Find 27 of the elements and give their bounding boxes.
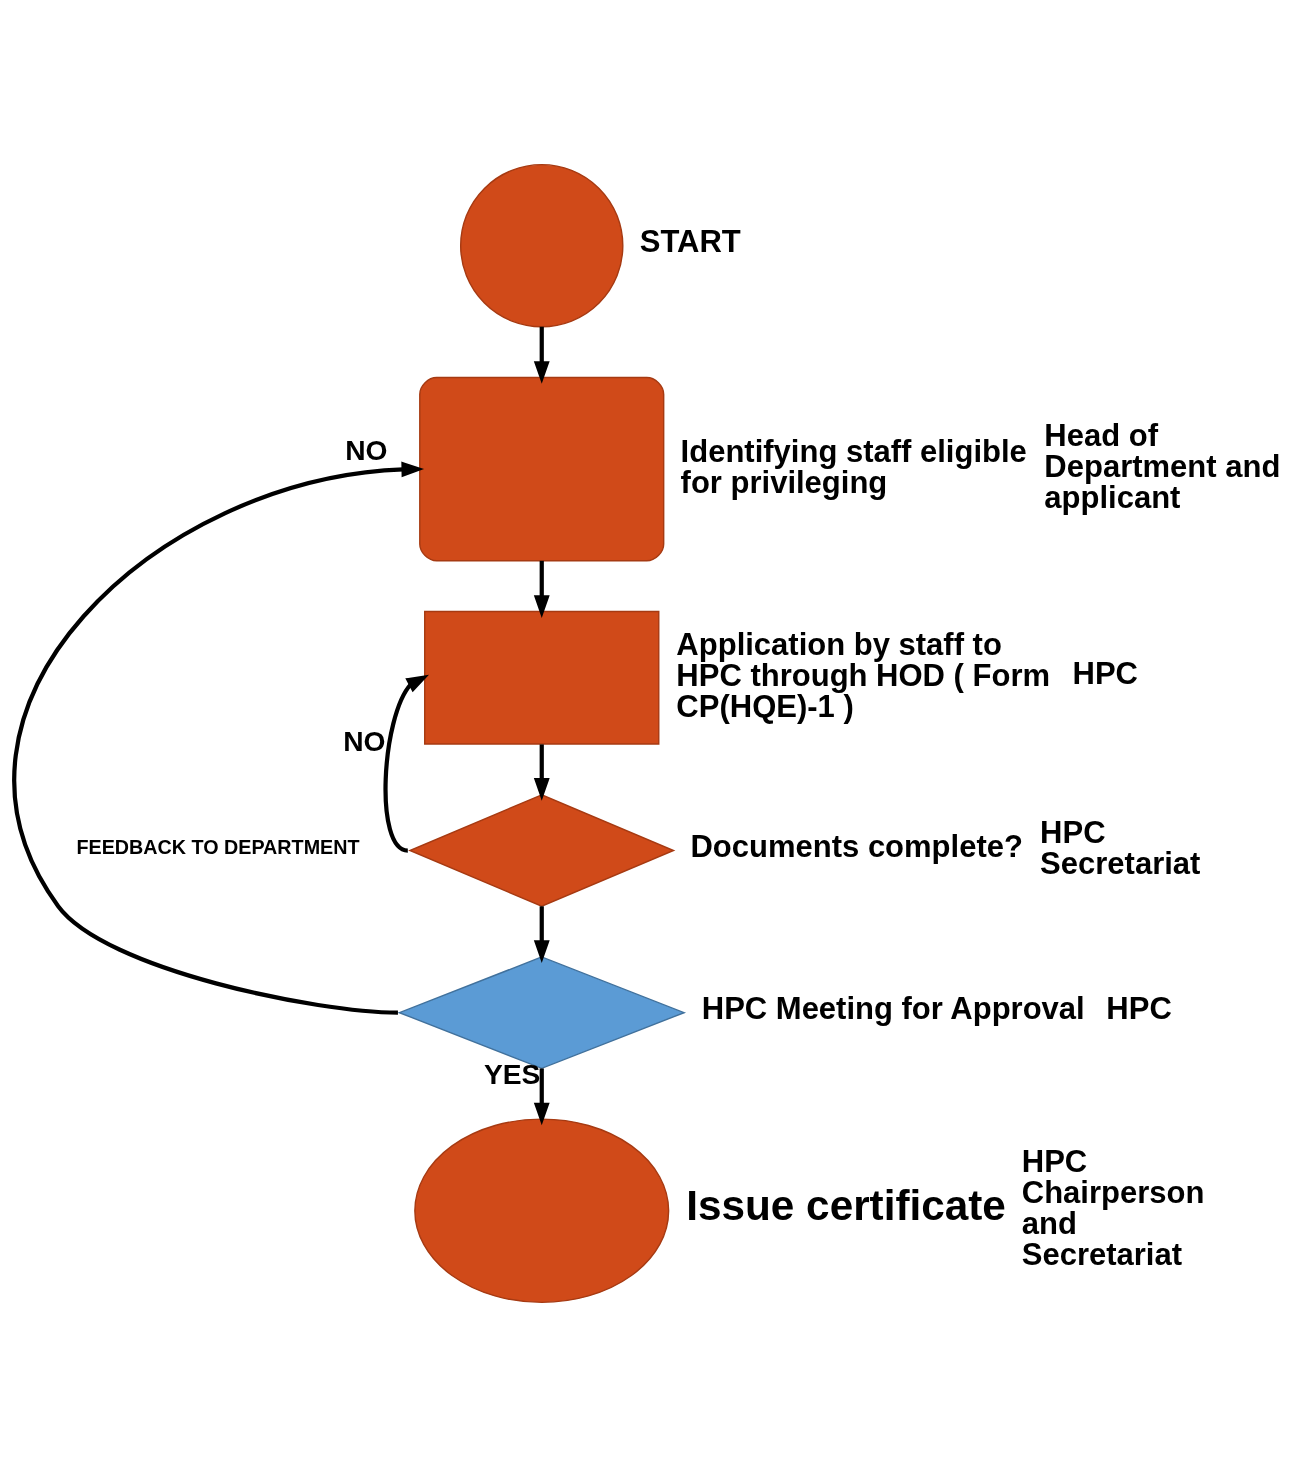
node-label: START <box>639 223 741 259</box>
node-label: HPC <box>1106 990 1172 1026</box>
arrow <box>533 743 550 801</box>
node-label: Application by staff to HPC through HOD ( Form CP(HQE)-1 ) <box>676 626 1051 724</box>
node-label: Issue certificate <box>686 1181 1006 1229</box>
node-diamond <box>408 793 676 907</box>
label: FEEDBACK TO DEPARTMENT <box>76 835 360 858</box>
arrow <box>383 674 429 852</box>
node-label: HPC Chairperson and Secretariat <box>1021 1143 1205 1272</box>
node-label: HPC Meeting for Approval <box>701 990 1085 1026</box>
node-circle <box>459 163 624 327</box>
edge-label: NO <box>345 433 388 466</box>
node-label: Identifying staff eligible for privileging <box>680 433 1027 500</box>
arrow <box>533 326 550 384</box>
node-box <box>419 376 665 561</box>
arrow <box>533 905 550 963</box>
node-label: Head of Department and applicant <box>1044 417 1281 515</box>
arrow <box>13 461 425 1015</box>
node-box <box>424 610 660 745</box>
node-circle <box>414 1117 670 1303</box>
node-label: Documents complete? <box>690 828 1023 864</box>
edge-label: NO <box>343 724 386 757</box>
arrow <box>533 1067 550 1125</box>
arrow <box>533 560 550 618</box>
edge-label: YES <box>483 1057 541 1090</box>
node-label: HPC <box>1072 655 1138 691</box>
node-label: HPC Secretariat <box>1040 814 1201 881</box>
